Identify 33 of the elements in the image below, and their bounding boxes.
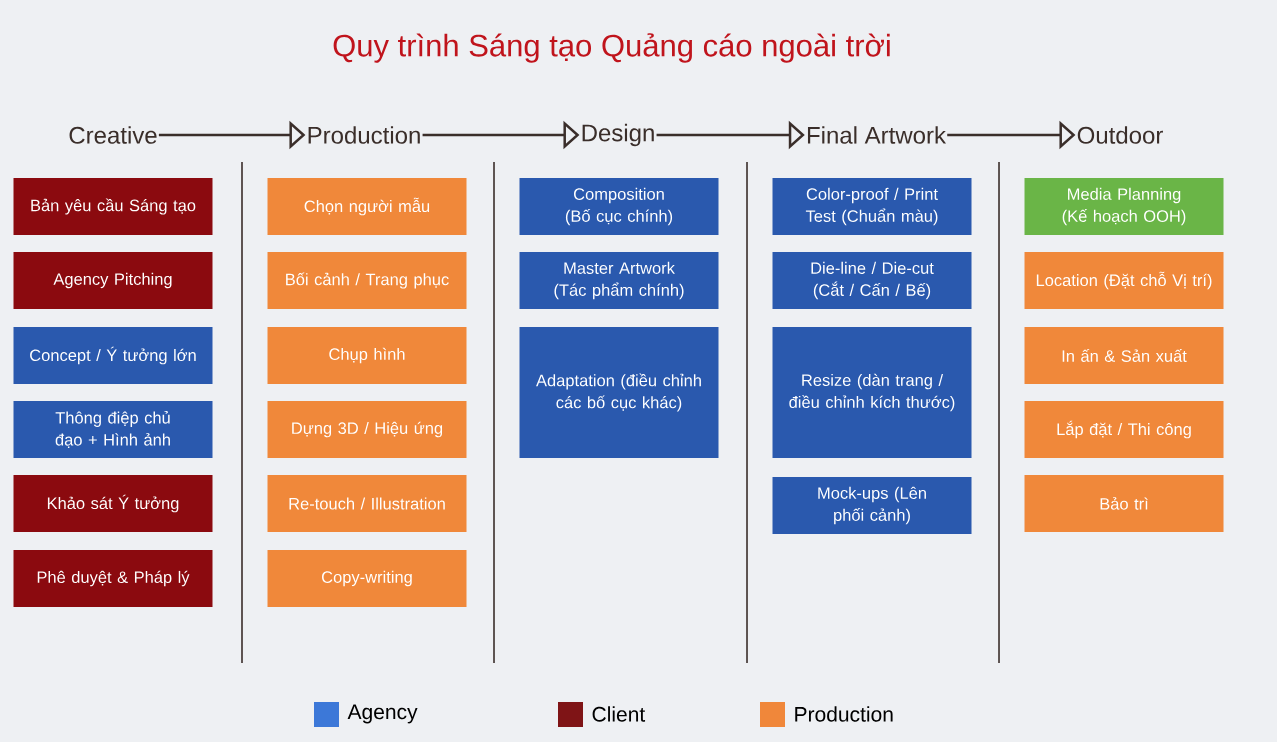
process-box: Media Planning (Kế hoạch OOH) — [1024, 178, 1224, 235]
process-box: Agency Pitching — [13, 252, 213, 309]
process-box: Concept / Ý tưởng lớn — [13, 327, 213, 384]
column-heading: Creative — [69, 126, 157, 144]
process-box: Thông điệp chủ đạo + Hình ảnh — [13, 401, 213, 458]
column-heading: Production — [308, 126, 420, 144]
process-box: Mock-ups (Lên phối cảnh) — [772, 477, 972, 534]
column-heading: Final Artwork — [807, 126, 946, 144]
process-box: Resize (dàn trang / điều chỉnh kích thước) — [772, 327, 972, 458]
process-box: Copy-writing — [267, 550, 467, 607]
column-heading: Design — [582, 123, 654, 147]
legend-label: Agency — [347, 704, 418, 724]
process-box: Location (Đặt chỗ Vị trí) — [1024, 252, 1224, 309]
process-box: Bảo trì — [1024, 475, 1224, 532]
column-heading: Outdoor — [1077, 126, 1163, 144]
process-box: Composition (Bố cục chính) — [519, 178, 719, 235]
process-box: Bản yêu cầu Sáng tạo — [13, 178, 213, 235]
process-box: Chụp hình — [267, 327, 467, 384]
process-box: Master Artwork (Tác phẩm chính) — [519, 252, 719, 309]
process-box: Color-proof / Print Test (Chuẩn màu) — [772, 178, 972, 235]
process-box: Bối cảnh / Trang phục — [267, 252, 467, 309]
process-box: Khảo sát Ý tưởng — [13, 475, 213, 532]
process-box: Dựng 3D / Hiệu ứng — [267, 401, 467, 458]
process-box: Chọn người mẫu — [267, 178, 467, 235]
legend-label: Production — [795, 706, 893, 722]
legend-label: Client — [592, 706, 646, 722]
process-box: Phê duyệt & Pháp lý — [13, 550, 213, 607]
process-box: Lắp đặt / Thi công — [1024, 401, 1224, 458]
process-box: Die-line / Die-cut (Cắt / Cấn / Bế) — [772, 252, 972, 309]
process-box: Re-touch / Illustration — [267, 475, 467, 532]
process-box: In ấn & Sản xuất — [1024, 327, 1224, 384]
title: Quy trình Sáng tạo Quảng cáo ngoài trời — [333, 33, 890, 63]
process-box: Adaptation (điều chỉnh các bố cục khác) — [519, 327, 719, 458]
